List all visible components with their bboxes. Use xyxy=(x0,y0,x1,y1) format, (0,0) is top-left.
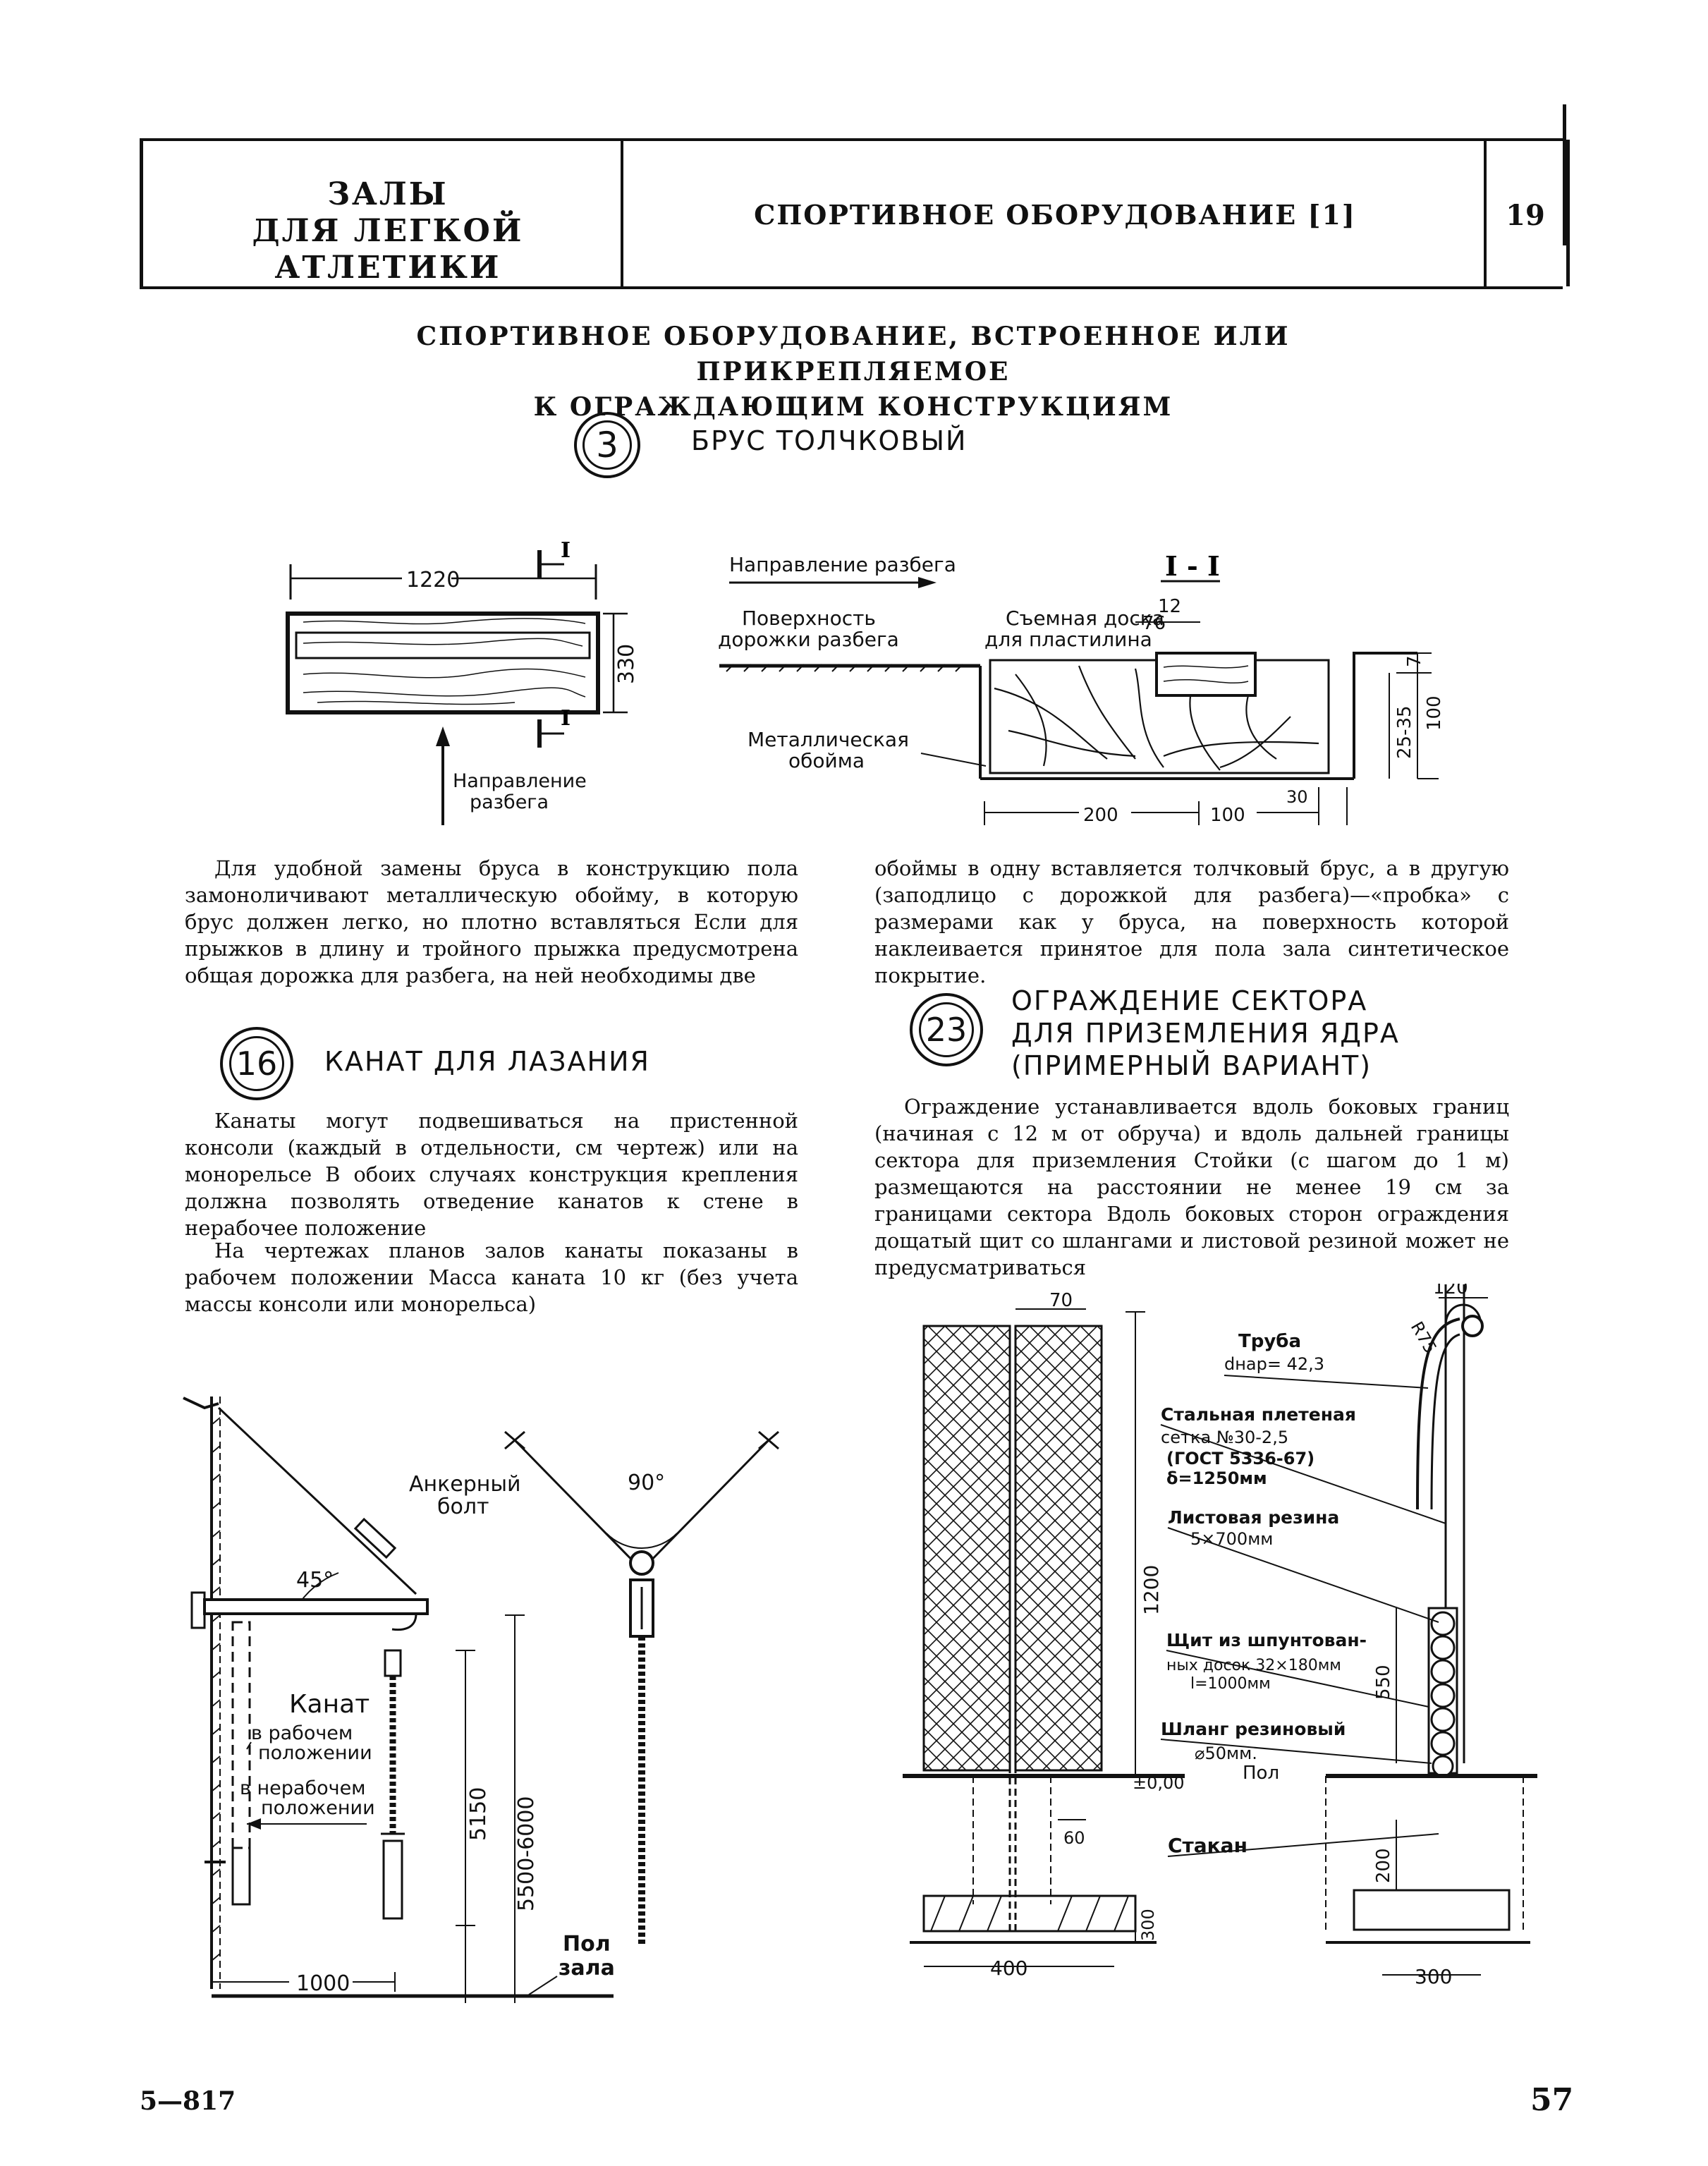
dim-1000: 1000 xyxy=(296,1971,350,1996)
dim-r75: R75 xyxy=(1407,1318,1441,1357)
dim-1200: 1200 xyxy=(1140,1565,1163,1615)
section-3-text-left: Для удобной замены бруса в конструкцию п… xyxy=(185,856,798,987)
mesh-label: сетка №30-2,5 xyxy=(1161,1428,1288,1447)
frame-label: обойма xyxy=(788,749,865,772)
working-position-label: в рабочем xyxy=(251,1722,353,1744)
section-number-badge: 23 xyxy=(910,993,983,1066)
dim-1220: 1220 xyxy=(406,568,460,592)
section-title: КАНАТ ДЛЯ ЛАЗАНИЯ xyxy=(324,1046,650,1077)
section-number-badge: 16 xyxy=(220,1027,293,1100)
dim-7: 7 xyxy=(1404,655,1425,667)
mesh-label: Стальная плетеная xyxy=(1161,1404,1356,1425)
dim-5500-6000: 5500-6000 xyxy=(514,1796,539,1911)
nonworking-position-label: в нерабочем xyxy=(240,1777,366,1799)
fence-drawing: 70 1200 ±0,00 60 300 400 120 R75 300 550… xyxy=(903,1284,1537,1988)
surface-label: дорожки разбега xyxy=(718,628,899,651)
section-title: ОГРАЖДЕНИЕ СЕКТОРА ДЛЯ ПРИЗЕМЛЕНИЯ ЯДРА … xyxy=(1011,985,1400,1082)
frame-label: Металлическая xyxy=(748,728,909,751)
dim-300-vertical: 300 xyxy=(1138,1909,1158,1941)
rope-label: Канат xyxy=(289,1690,370,1719)
board-label: Съемная доска xyxy=(1006,607,1164,630)
footer-page-number: 57 xyxy=(1530,2082,1574,2118)
section-number-badge: 3 xyxy=(574,412,640,478)
rubber-label: Листовая резина xyxy=(1168,1507,1339,1528)
level-mark: ±0,00 xyxy=(1133,1773,1185,1793)
direction-label: Направление разбега xyxy=(729,553,956,576)
dim-400: 400 xyxy=(990,1957,1027,1980)
floor-label: зала xyxy=(559,1956,615,1981)
section-16-paragraph: Канаты могут подвешиваться на пристенной… xyxy=(185,1109,798,1240)
floor-label: Пол xyxy=(563,1932,611,1957)
section-title-line: ОГРАЖДЕНИЕ СЕКТОРА xyxy=(1011,985,1368,1016)
header-rule-bottom xyxy=(140,286,1563,289)
header-divider xyxy=(621,140,623,286)
section-title: БРУС ТОЛЧКОВЫЙ xyxy=(691,425,968,456)
dim-100-horizontal: 100 xyxy=(1210,805,1245,826)
section-23-paragraph: Ограждение устанавливается вдоль боковых… xyxy=(874,1095,1509,1279)
dim-30: 30 xyxy=(1286,787,1308,807)
section-number: 16 xyxy=(229,1036,284,1091)
header-divider xyxy=(1484,140,1487,286)
shield-label: Щит из шпунтован- xyxy=(1166,1630,1367,1650)
surface-label: Поверхность xyxy=(742,607,876,630)
angle-90: 90° xyxy=(628,1471,665,1495)
cut-mark: I xyxy=(561,706,571,731)
anchor-bolt-label: болт xyxy=(437,1495,489,1519)
dim-100-vertical: 100 xyxy=(1424,695,1445,731)
dim-120: 120 xyxy=(1433,1284,1468,1298)
header-section-title: ЗАЛЫ ДЛЯ ЛЕГКОЙ АТЛЕТИКИ xyxy=(148,176,628,286)
plan-direction-caption: разбега xyxy=(470,791,549,813)
takeoff-board-plan-drawing: 1220 I 330 I Направление разбега xyxy=(286,538,639,825)
dim-200: 200 xyxy=(1083,805,1118,826)
header-edge-mark xyxy=(1563,104,1566,245)
dim-76: 76 xyxy=(1142,613,1166,634)
hose-label: Шланг резиновый xyxy=(1161,1719,1346,1739)
anchor-bolt-label: Анкерный xyxy=(409,1472,521,1497)
header-rule-top xyxy=(140,138,1563,141)
section-title-line: ДЛЯ ПРИЗЕМЛЕНИЯ ЯДРА xyxy=(1011,1018,1400,1049)
dim-330: 330 xyxy=(614,644,639,684)
climbing-rope-drawing: 45° Канат в рабочем положении в нерабоче… xyxy=(183,1397,779,2003)
mesh-label: δ=1250мм xyxy=(1166,1468,1267,1488)
main-title: СПОРТИВНОЕ ОБОРУДОВАНИЕ, ВСТРОЕННОЕ ИЛИ … xyxy=(282,319,1425,425)
section-16-paragraph: На чертежах планов залов канаты показаны… xyxy=(185,1239,798,1316)
main-title-line: СПОРТИВНОЕ ОБОРУДОВАНИЕ, ВСТРОЕННОЕ ИЛИ … xyxy=(416,322,1291,387)
dim-25-35: 25-35 xyxy=(1394,705,1415,759)
nonworking-position-label: положении xyxy=(261,1797,375,1819)
working-position-label: положении xyxy=(258,1742,372,1764)
section-3-text-right: обоймы в одну вставляется толчковый брус… xyxy=(874,856,1509,987)
header-section-line: ДЛЯ ЛЕГКОЙ АТЛЕТИКИ xyxy=(252,213,524,286)
section-title-line: (ПРИМЕРНЫЙ ВАРИАНТ) xyxy=(1011,1050,1372,1081)
rubber-label: 5×700мм xyxy=(1190,1529,1273,1549)
dim-60: 60 xyxy=(1063,1828,1085,1848)
main-title-line: К ОГРАЖДАЮЩИМ КОНСТРУКЦИЯМ xyxy=(533,392,1173,422)
takeoff-board-section-drawing: Направление разбега I - I Поверхность до… xyxy=(718,550,1445,826)
shield-label: l=1000мм xyxy=(1190,1675,1271,1693)
dim-300-horizontal: 300 xyxy=(1415,1965,1452,1988)
header-section-line: ЗАЛЫ xyxy=(327,176,449,212)
dim-200: 200 xyxy=(1373,1848,1394,1883)
floor-label: Пол xyxy=(1243,1763,1279,1784)
section-title: I - I xyxy=(1165,550,1220,582)
header-box xyxy=(140,140,1570,286)
dim-5150: 5150 xyxy=(466,1787,491,1841)
angle-45: 45° xyxy=(296,1568,334,1593)
cut-mark: I xyxy=(561,538,571,563)
plan-direction-caption: Направление xyxy=(453,770,587,792)
header-topic: СПОРТИВНОЕ ОБОРУДОВАНИЕ [1] xyxy=(754,199,1356,231)
dim-550: 550 xyxy=(1373,1665,1394,1700)
header-page-number: 19 xyxy=(1506,199,1545,232)
board-label: для пластилина xyxy=(984,628,1152,651)
dim-70: 70 xyxy=(1049,1290,1073,1311)
dim-12: 12 xyxy=(1158,596,1181,617)
footer-code: 5—817 xyxy=(140,2086,236,2116)
pipe-label: Труба xyxy=(1238,1331,1301,1352)
section-number: 23 xyxy=(919,1002,974,1057)
shield-label: ных досок 32×180мм xyxy=(1166,1657,1341,1674)
section-number: 3 xyxy=(582,420,632,470)
pipe-diameter: dнар= 42,3 xyxy=(1224,1354,1324,1374)
